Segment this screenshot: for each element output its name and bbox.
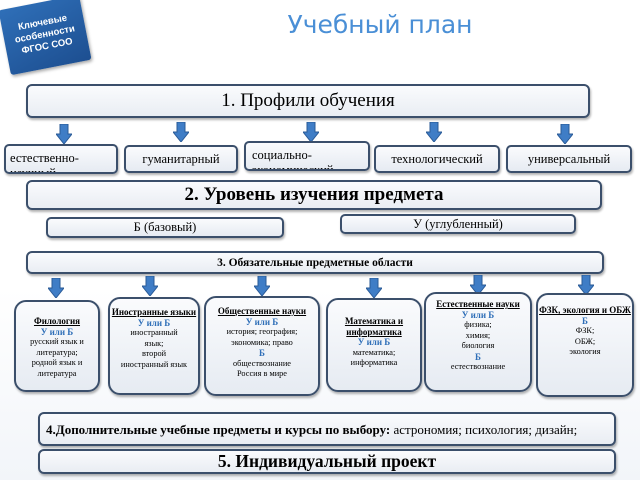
subject-name: Математика и информатика xyxy=(344,316,404,337)
subject-social-sciences: Общественные науки У или Б история; геог… xyxy=(204,296,320,396)
subject-list: русский язык и литература; родной язык и… xyxy=(30,337,84,378)
subject-name: Иностранные языки xyxy=(111,307,197,317)
subject-natural-sciences: Естественные науки У или Б физика; химия… xyxy=(424,292,532,392)
subject-math-informatics: Математика и информатика У или Б математ… xyxy=(326,298,422,392)
subject-list: физика; химия; биология xyxy=(461,320,495,350)
subject-list: ФЗК; ОБЖ; экология xyxy=(569,326,601,356)
subject-list-secondary: второй иностранный язык xyxy=(120,349,188,369)
subject-level-secondary: Б xyxy=(475,351,481,362)
section-electives: 4.Дополнительные учебные предметы и курс… xyxy=(38,412,616,446)
subject-level: У или Б xyxy=(461,309,495,320)
subject-list: математика; информатика xyxy=(350,347,398,368)
subject-level: У или Б xyxy=(137,317,171,328)
arrow-down-icon xyxy=(557,124,573,144)
arrow-down-icon xyxy=(142,276,158,296)
profile-natural-science: естественно-научный xyxy=(4,144,118,174)
subject-level-secondary: Б xyxy=(259,348,265,358)
subject-level: Б xyxy=(582,315,588,326)
arrow-down-icon xyxy=(470,275,486,295)
subject-list-secondary: обществознание Россия в мире xyxy=(233,358,291,379)
subject-list: история; география; экономика; право xyxy=(226,327,298,347)
electives-list: астрономия; психология; дизайн; технолог… xyxy=(46,422,578,444)
subject-pe-ecology-safety: ФЗК, экология и ОБЖ Б ФЗК; ОБЖ; экология xyxy=(536,293,634,397)
section-profiles: 1. Профили обучения xyxy=(26,84,590,118)
subject-level: У или Б xyxy=(245,316,279,327)
subject-list: иностранный язык; xyxy=(130,328,178,348)
section-study-level: 2. Уровень изучения предмета xyxy=(26,180,602,210)
profile-humanities: гуманитарный xyxy=(124,145,238,173)
subject-level: У или Б xyxy=(357,337,391,347)
key-features-sticker: Ключевые особенности ФГОС СОО xyxy=(0,0,92,76)
profile-technological: технологический xyxy=(374,145,500,173)
arrow-down-icon xyxy=(173,122,189,142)
arrow-down-icon xyxy=(578,275,594,295)
profile-universal: универсальный xyxy=(506,145,632,173)
arrow-down-icon xyxy=(56,124,72,144)
subject-name: ФЗК, экология и ОБЖ xyxy=(539,305,631,315)
level-basic: Б (базовый) xyxy=(46,217,284,238)
sticker-text: Ключевые особенности ФГОС СОО xyxy=(13,12,76,57)
profile-socio-economic: социально-экономический xyxy=(244,141,370,171)
electives-label: 4.Дополнительные учебные предметы и курс… xyxy=(46,422,391,437)
arrow-down-icon xyxy=(303,122,319,142)
subject-name: Филология xyxy=(33,316,81,326)
arrow-down-icon xyxy=(254,276,270,296)
slide-title: Учебный план xyxy=(287,10,473,39)
subject-foreign-languages: Иностранные языки У или Б иностранный яз… xyxy=(108,297,200,395)
subject-name: Естественные науки xyxy=(436,299,520,309)
subject-level: У или Б xyxy=(40,326,74,337)
section-individual-project: 5. Индивидуальный проект xyxy=(38,449,616,474)
section-subject-areas: 3. Обязательные предметные области xyxy=(26,251,604,274)
subject-philology: Филология У или Б русский язык и литерат… xyxy=(14,300,100,392)
arrow-down-icon xyxy=(366,278,382,298)
subject-name: Общественные науки xyxy=(217,306,307,316)
arrow-down-icon xyxy=(426,122,442,142)
subject-list-secondary: естествознание xyxy=(450,362,506,371)
arrow-down-icon xyxy=(48,278,64,298)
level-advanced: У (углубленный) xyxy=(340,214,576,234)
